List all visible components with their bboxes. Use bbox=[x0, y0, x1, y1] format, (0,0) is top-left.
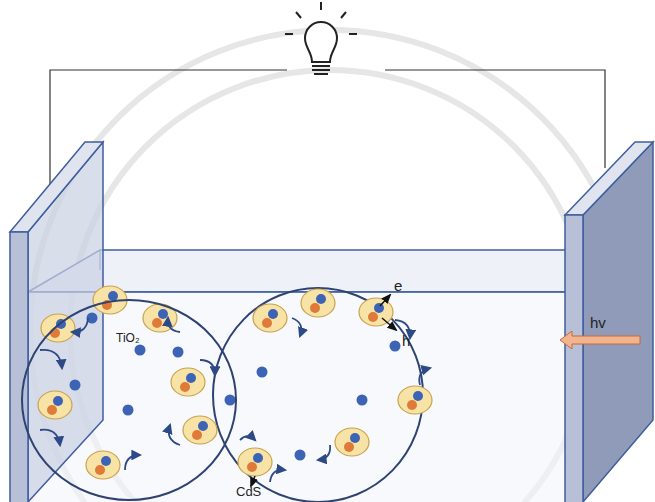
part-label: h bbox=[402, 333, 410, 350]
tio2-particle: TiO₂ bbox=[18, 290, 240, 502]
part-label: hv bbox=[590, 315, 606, 332]
light-bulb bbox=[285, 2, 357, 74]
part-label: e bbox=[394, 278, 402, 295]
cell-container bbox=[28, 250, 640, 502]
part-label: CdS bbox=[236, 485, 261, 499]
electrode bbox=[565, 142, 653, 502]
particle-label: TiO₂ bbox=[116, 332, 140, 345]
wire bbox=[50, 70, 605, 185]
tio2-particle bbox=[213, 288, 423, 502]
particle-outline bbox=[18, 290, 240, 502]
leader-arrow bbox=[251, 295, 396, 486]
electrode bbox=[10, 142, 103, 502]
light-arrow bbox=[560, 331, 640, 349]
